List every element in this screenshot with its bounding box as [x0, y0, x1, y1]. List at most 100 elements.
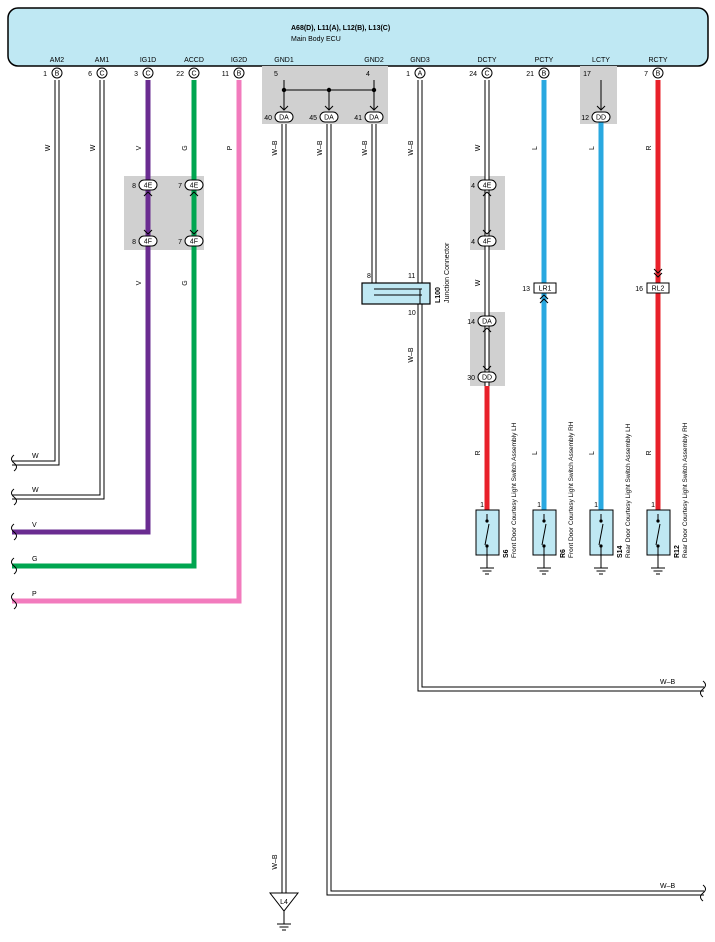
wire-label-gnd1: W–B [272, 140, 279, 156]
svg-text:C: C [191, 71, 196, 78]
pin-label-am1: AM1 [95, 57, 110, 64]
connector-rl2: RL2 16 [635, 268, 670, 294]
svg-text:8: 8 [132, 239, 136, 246]
pin-label-am2: AM2 [50, 57, 65, 64]
pin-label-accd: ACCD [184, 57, 204, 64]
wire-label-ig2d: P [227, 145, 234, 150]
main-body-ecu: A68(D), L11(A), L12(B), L13(C) Main Body… [7, 7, 709, 67]
pin-badge-ig2d: B [233, 67, 245, 79]
pin-label-gnd1: GND1 [274, 57, 294, 64]
wire-ig1d [12, 80, 151, 535]
left-wire-breaks [11, 454, 17, 610]
wire-label-left-g: G [32, 556, 37, 563]
pin-num-ig2d: 11 [222, 71, 229, 78]
pin-label-ig2d: IG2D [231, 57, 247, 64]
connector-dcty-dd: DD 30 [467, 365, 497, 383]
switch-r6: 1 R6 Front Door Courtesy Light Switch As… [532, 421, 575, 575]
junction-code: L100 [435, 287, 442, 303]
svg-text:Front Door Courtesy Light Swit: Front Door Courtesy Light Switch Assembl… [568, 421, 575, 558]
wire-label-lcty-2: L [589, 451, 596, 455]
pin-num-lcty: 17 [583, 71, 591, 78]
svg-text:B: B [55, 71, 60, 78]
wire-label-rcty-2: R [646, 450, 653, 455]
svg-text:B: B [656, 71, 661, 78]
svg-text:4E: 4E [483, 183, 492, 190]
svg-text:DA: DA [279, 115, 289, 122]
svg-text:4E: 4E [190, 183, 199, 190]
wire-label-rcty: R [646, 145, 653, 150]
wire-am2 [12, 80, 60, 466]
ecu-pin-circles: B C C C B A C B B [51, 67, 664, 79]
svg-text:B: B [237, 71, 242, 78]
ground-point-label: L4 [280, 899, 288, 906]
wire-label-left-v: V [32, 522, 37, 529]
wire-label-ig1d: V [136, 145, 143, 150]
pin-badge-rcty: B [652, 67, 664, 79]
svg-text:4: 4 [471, 183, 475, 190]
wire-label-jc-out: W–B [408, 347, 415, 363]
pin-badge-dcty: C [481, 67, 493, 79]
svg-text:C: C [484, 71, 489, 78]
wire-label-am2: W [45, 144, 52, 151]
wire-label-l4: W–B [272, 854, 279, 870]
junction-name: Junction Connector [444, 242, 451, 303]
pin-label-lcty: LCTY [592, 57, 610, 64]
svg-text:DA: DA [482, 319, 492, 326]
ecu-name: Main Body ECU [291, 36, 341, 43]
svg-text:41: 41 [354, 115, 362, 122]
svg-text:1: 1 [651, 502, 655, 509]
wire-label-right-wb1: W–B [660, 679, 676, 686]
svg-text:1: 1 [594, 502, 598, 509]
connector-gnd-b: DA 45 [309, 105, 339, 123]
junction-pin-8: 8 [367, 273, 371, 280]
svg-text:A: A [418, 71, 423, 78]
connector-lcty-dd: DD 12 [581, 105, 611, 123]
pin-label-rcty: RCTY [648, 57, 667, 64]
switches: 1 S6 Front Door Courtesy Light Switch As… [475, 421, 689, 575]
svg-text:16: 16 [635, 286, 643, 293]
pin-num-gnd1: 5 [274, 71, 278, 78]
wire-color-labels: W W V G P V G W–B W–B W–B W–B W–B W W R … [45, 140, 653, 870]
pin-num-rcty: 7 [644, 71, 648, 78]
switch-r12: 1 R12 Rear Door Courtesy Light Switch As… [646, 422, 689, 575]
svg-text:14: 14 [467, 319, 475, 326]
svg-text:R12: R12 [674, 545, 681, 558]
svg-text:S14: S14 [617, 545, 624, 558]
wire-label-pcty-2: L [532, 451, 539, 455]
svg-text:7: 7 [178, 183, 182, 190]
wire-label-dcty-2: W [475, 279, 482, 286]
pin-num-gnd2: 4 [366, 71, 370, 78]
pin-badge-am2: B [51, 67, 63, 79]
svg-text:1: 1 [537, 502, 541, 509]
ecu-connectors: A68(D), L11(A), L12(B), L13(C) [291, 25, 390, 32]
svg-text:R6: R6 [560, 549, 567, 558]
svg-text:RL2: RL2 [652, 286, 665, 293]
svg-text:C: C [99, 71, 104, 78]
connector-pills: DA 40 DA 45 DA 41 DD 12 4E 8 [132, 105, 670, 383]
junction-pin-10: 10 [408, 310, 416, 317]
connector-gnd-a: DA 40 [264, 105, 294, 123]
pin-num-am2: 1 [43, 71, 47, 78]
pin-label-pcty: PCTY [535, 57, 554, 64]
ecu-pin-numbers: 1 6 3 22 11 5 4 1 24 21 17 7 [43, 71, 648, 78]
wire-label-ig1d-2: V [136, 280, 143, 285]
connector-dcty-4f: 4F 4 [471, 229, 497, 247]
svg-text:B: B [542, 71, 547, 78]
svg-text:4: 4 [471, 239, 475, 246]
wire-label-pcty: L [532, 146, 539, 150]
pin-num-accd: 22 [176, 71, 184, 78]
wire-gnd2 [371, 124, 388, 292]
pin-badge-pcty: B [538, 67, 550, 79]
horizontal-wire-labels: W W V G P W–B W–B [32, 453, 676, 890]
wire-label-left-p: P [32, 591, 37, 598]
wire-label-right-wb2: W–B [660, 883, 676, 890]
wire-ig2d [12, 80, 242, 604]
svg-text:4F: 4F [144, 239, 152, 246]
svg-text:DD: DD [482, 375, 492, 382]
svg-text:4E: 4E [144, 183, 153, 190]
pin-badge-ig1d: C [142, 67, 154, 79]
wire-label-gnd-mid: W–B [317, 140, 324, 156]
svg-text:7: 7 [178, 239, 182, 246]
pin-label-ig1d: IG1D [140, 57, 156, 64]
switch-s14: 1 S14 Rear Door Courtesy Light Switch As… [589, 423, 632, 575]
